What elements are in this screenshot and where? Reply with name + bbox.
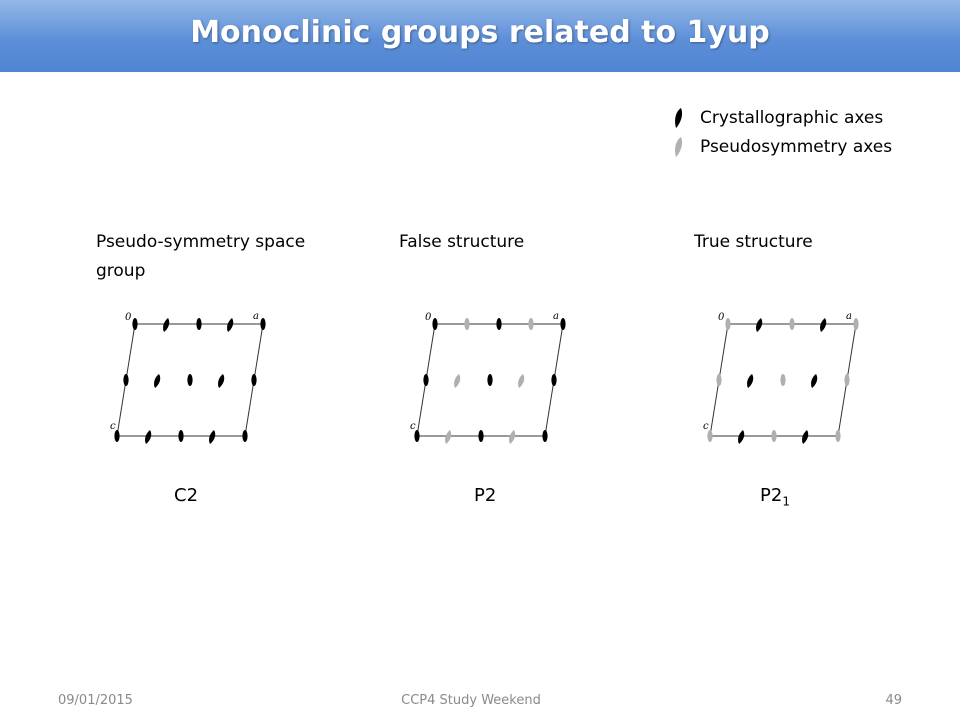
column-heading-false-structure: False structure [399,232,525,252]
two-fold-axis-icon [260,318,266,330]
pseudo-screw-axis-icon [454,374,461,388]
two-fold-axis-icon [542,430,548,442]
pseudo-two-fold-axis-icon [707,430,713,442]
screw-axis-icon [811,374,818,388]
two-fold-axis-icon [560,318,566,330]
cell-diagram-p21: 0 a c [703,311,859,444]
screw-axis-icon [154,374,161,388]
screw-axis-icon [163,318,170,332]
space-group-label-c2: C2 [174,485,199,506]
pseudo-two-fold-axis-icon [789,318,795,330]
origin-label: 0 [718,312,725,323]
two-fold-axis-icon [496,318,502,330]
space-group-p21-base: P2 [760,485,783,506]
pseudo-two-fold-axis-icon [716,374,722,386]
pseudo-two-fold-axis-icon [725,318,731,330]
pseudo-two-fold-axis-icon [835,430,841,442]
pseudo-screw-axis-icon [518,374,525,388]
pseudo-screw-axis-icon [445,430,452,444]
two-fold-axis-icon [414,430,420,442]
footer-page-number: 49 [885,693,902,708]
two-fold-axis-icon [551,374,557,386]
two-fold-axis-icon [478,430,484,442]
screw-axis-icon [209,430,216,444]
screw-axis-icon [218,374,225,388]
legend-label-pseudo: Pseudosymmetry axes [700,137,893,157]
legend-label-crystallographic: Crystallographic axes [700,108,884,128]
two-fold-axis-icon [114,430,120,442]
pseudosymmetry-axis-icon [675,137,683,157]
symmetry-markers [114,318,266,444]
screw-axis-icon [820,318,827,332]
space-group-label-p2: P2 [474,485,497,506]
space-group-p21-subscript: 1 [782,494,790,509]
legend-item-crystallographic: Crystallographic axes [672,105,883,131]
pseudo-two-fold-axis-icon [780,374,786,386]
two-fold-axis-icon [187,374,193,386]
slide-title: Monoclinic groups related to 1yup [190,15,770,50]
pseudo-two-fold-axis-icon [844,374,850,386]
cell-diagram-p2: 0 a c [410,311,566,444]
crystallographic-axis-icon [675,108,683,128]
pseudo-screw-axis-icon [509,430,516,444]
two-fold-axis-icon [251,374,257,386]
a-axis-label: a [553,311,559,322]
two-fold-axis-icon [178,430,184,442]
pseudo-two-fold-axis-icon [853,318,859,330]
screw-axis-icon [738,430,745,444]
legend-item-pseudo: Pseudosymmetry axes [672,134,892,160]
two-fold-axis-icon [423,374,429,386]
title-bar [0,0,960,72]
a-axis-label: a [253,311,259,322]
screw-axis-icon [145,430,152,444]
two-fold-axis-icon [487,374,493,386]
symmetry-markers [414,318,566,444]
footer-date: 09/01/2015 [58,693,133,708]
pseudo-two-fold-axis-icon [464,318,470,330]
cell-diagram-c2: 0 a c [110,311,266,444]
two-fold-axis-icon [196,318,202,330]
two-fold-axis-icon [123,374,129,386]
screw-axis-icon [747,374,754,388]
c-axis-label: c [410,421,416,432]
column-heading-pseudo-symmetry: Pseudo-symmetry space group [96,232,306,281]
footer-event: CCP4 Study Weekend [401,693,541,708]
a-axis-label: a [846,311,852,322]
screw-axis-icon [802,430,809,444]
space-group-label-p21: P21 [760,485,790,509]
pseudo-two-fold-axis-icon [771,430,777,442]
screw-axis-icon [756,318,763,332]
origin-label: 0 [125,312,132,323]
two-fold-axis-icon [132,318,138,330]
c-axis-label: c [703,421,709,432]
c-axis-label: c [110,421,116,432]
pseudo-two-fold-axis-icon [528,318,534,330]
two-fold-axis-icon [242,430,248,442]
symmetry-markers [707,318,859,444]
two-fold-axis-icon [432,318,438,330]
column-heading-true-structure: True structure [694,232,813,252]
origin-label: 0 [425,312,432,323]
screw-axis-icon [227,318,234,332]
